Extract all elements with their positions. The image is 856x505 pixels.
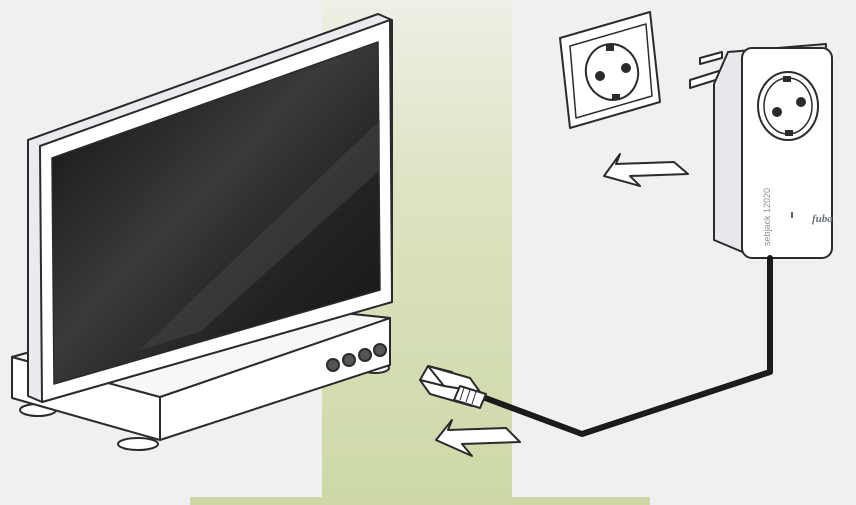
powerline-adapter-icon — [689, 43, 833, 259]
insert-arrow-icon — [603, 153, 689, 187]
adapter-model-label: sebjack 12020 — [762, 188, 772, 246]
tv-on-stand-icon — [11, 13, 393, 451]
adapter-brand-logo: fuba — [812, 213, 833, 225]
network-cable — [477, 255, 773, 437]
insert-arrow-icon — [435, 419, 521, 457]
rj45-plug-icon — [419, 365, 487, 409]
floor-edge — [190, 497, 650, 505]
wall-socket-icon — [559, 11, 661, 129]
